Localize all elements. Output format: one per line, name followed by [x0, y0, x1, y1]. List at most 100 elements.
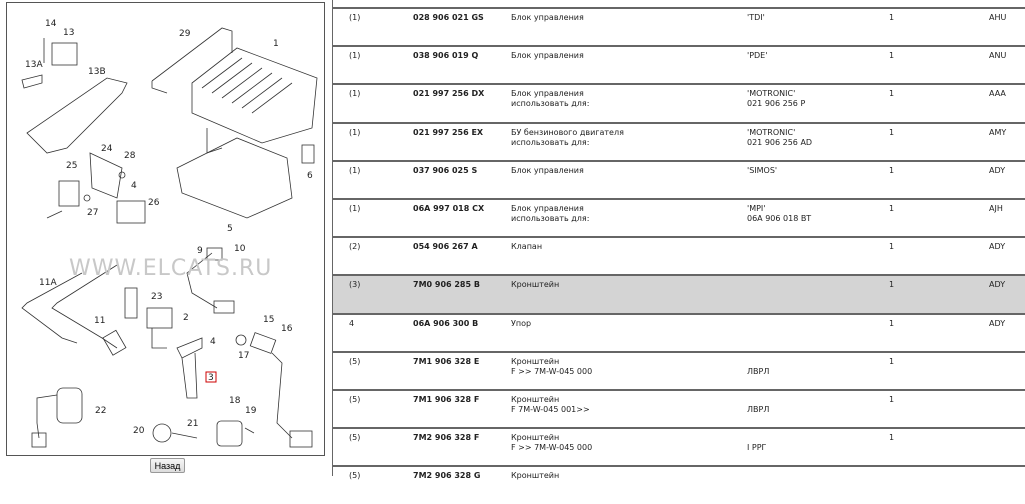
engine-code-cell: ADY — [989, 280, 1006, 290]
quantity-cell: 1 — [889, 127, 895, 137]
position-cell: (5) — [349, 433, 361, 443]
callout-13[interactable]: 13 — [63, 28, 74, 38]
callout-5[interactable]: 5 — [227, 224, 233, 234]
callout-1[interactable]: 1 — [273, 39, 279, 49]
part-number-cell[interactable]: 7M2 906 328 G — [413, 471, 481, 481]
callout-25[interactable]: 25 — [66, 161, 77, 171]
control-unit-part — [191, 47, 318, 144]
callout-27[interactable]: 27 — [87, 208, 98, 218]
description-cell-line: Блок управления — [511, 89, 584, 99]
quantity-cell: 1 — [889, 433, 895, 443]
part-number-cell[interactable]: 7M2 906 328 F — [413, 433, 480, 443]
position-cell: (1) — [349, 51, 361, 61]
callout-9[interactable]: 9 — [197, 246, 203, 256]
description-cell-line: использовать для: — [511, 99, 590, 109]
callout-20[interactable]: 20 — [133, 426, 145, 436]
watermark: WWW.ELCATS.RU — [69, 256, 272, 281]
note-cell-line — [747, 395, 769, 405]
callout-4[interactable]: 4 — [210, 337, 216, 347]
callout-2[interactable]: 2 — [183, 313, 189, 323]
part-number-cell[interactable]: 021 997 256 DX — [413, 89, 485, 99]
part-number-cell[interactable]: 037 906 025 S — [413, 165, 478, 175]
note-cell-line — [747, 357, 769, 367]
description-cell: Блок управления — [511, 13, 584, 23]
part-number-cell[interactable]: 7M0 906 285 B — [413, 280, 480, 290]
callout-3[interactable]: 3 — [208, 373, 214, 383]
note-cell-line: 06A 906 018 BT — [747, 214, 812, 223]
callout-10[interactable]: 10 — [234, 244, 246, 254]
callout-17[interactable]: 17 — [238, 351, 249, 361]
part-number-cell[interactable]: 06A 906 300 B — [413, 318, 479, 328]
callout-18[interactable]: 18 — [229, 396, 241, 406]
plate-part — [26, 77, 128, 154]
engine-code-cell: ADY — [989, 318, 1006, 328]
note-cell: 'TDI' — [747, 13, 765, 23]
note-cell-line: 021 906 256 AD — [747, 137, 813, 147]
selected-callout-box[interactable] — [205, 371, 217, 383]
note-cell: ЛВРЛ — [747, 357, 769, 377]
quantity-cell: 1 — [889, 242, 895, 252]
callout-4[interactable]: 4 — [131, 181, 137, 191]
position-cell: (5) — [349, 471, 361, 481]
callout-13B[interactable]: 13B — [88, 67, 106, 77]
callout-23[interactable]: 23 — [151, 292, 162, 302]
tray-part — [176, 137, 293, 219]
callout-28[interactable]: 28 — [124, 151, 136, 161]
quantity-cell: 1 — [889, 280, 895, 290]
description-cell: Кронштейн — [511, 280, 559, 290]
note-cell-line: 'MPI' — [747, 204, 766, 213]
callout-14[interactable]: 14 — [45, 19, 57, 29]
engine-code-cell: AHU — [989, 13, 1007, 22]
description-cell-line: использовать для: — [511, 214, 590, 223]
callout-6[interactable]: 6 — [307, 171, 313, 181]
description-cell: Блок управления — [511, 51, 584, 61]
description-cell-line: Кронштейн — [511, 395, 560, 404]
callout-29[interactable]: 29 — [179, 29, 191, 39]
callout-26[interactable]: 26 — [148, 198, 160, 208]
note-cell-line: 'MOTRONIC' — [747, 89, 796, 99]
callout-11[interactable]: 11 — [94, 316, 105, 326]
callout-22[interactable]: 22 — [95, 406, 106, 416]
note-cell-line: 'MOTRONIC' — [747, 127, 796, 137]
engine-code-cell: ADY — [989, 242, 1006, 252]
part-number-cell[interactable]: 021 997 256 EX — [413, 127, 484, 137]
callout-16[interactable]: 16 — [281, 324, 293, 334]
quantity-cell: 1 — [889, 89, 895, 99]
callout-15[interactable]: 15 — [263, 315, 274, 325]
callout-11A[interactable]: 11A — [39, 278, 57, 288]
part-number-cell[interactable]: 054 906 267 A — [413, 242, 478, 252]
callout-21[interactable]: 21 — [187, 419, 198, 429]
quantity-cell: 1 — [889, 356, 895, 366]
callout-24[interactable]: 24 — [101, 144, 113, 154]
note-cell-line: ЛВРЛ — [747, 405, 770, 414]
part-number-cell[interactable]: 7M1 906 328 F — [413, 395, 480, 404]
callout-19[interactable]: 19 — [245, 406, 257, 416]
part-number-cell[interactable]: 028 906 021 GS — [413, 13, 484, 22]
note-cell: 'MOTRONIC'021 906 256 P — [747, 89, 805, 109]
part-number-cell[interactable]: 7M1 906 328 E — [413, 356, 480, 366]
part-number-cell[interactable]: 038 906 019 Q — [413, 51, 479, 61]
part-number-cell[interactable]: 06A 997 018 CX — [413, 204, 485, 213]
engine-code-cell: AAA — [989, 89, 1006, 99]
back-button[interactable]: Назад — [150, 458, 185, 473]
note-cell: 'SIMOS' — [747, 166, 777, 176]
description-cell: Блок управления — [511, 166, 584, 176]
parts-table: (1) 028 906 021 GS Блок управления 'TDI' 1 AH… — [332, 0, 1025, 480]
callout-13A[interactable]: 13A — [25, 60, 43, 70]
